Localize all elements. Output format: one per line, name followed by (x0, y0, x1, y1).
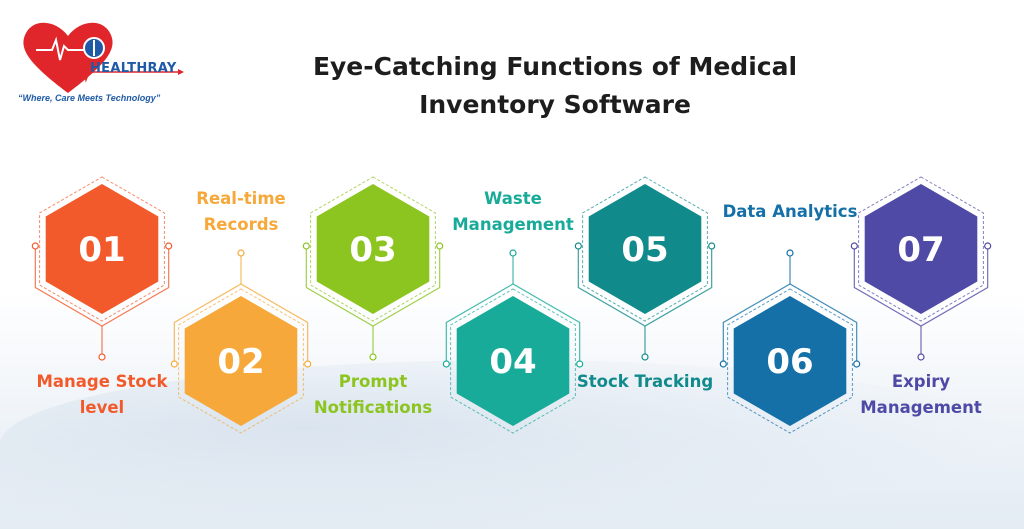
label-line: Waste (484, 189, 542, 208)
connector-dot (719, 360, 727, 368)
label-line: Expiry (891, 372, 951, 391)
function-label-01: Manage Stock level (17, 369, 187, 421)
label-line: Records (203, 215, 279, 234)
connector-dot (237, 249, 245, 257)
hexagon-number: 02 (217, 342, 264, 382)
connector-dot (850, 242, 858, 250)
connector-dot (31, 242, 39, 250)
label-line: Management (860, 398, 982, 417)
function-label-06: Data Analytics (705, 199, 875, 225)
title-line-1: Eye-Catching Functions of Medical (312, 52, 798, 81)
connector-dot (853, 360, 861, 368)
hexagon-01 (45, 184, 159, 314)
connector-dot (984, 242, 992, 250)
hexagon-dashed-outline (178, 288, 304, 434)
title-line-2: Inventory Software (419, 90, 691, 119)
hexagon-number: 03 (349, 230, 396, 270)
hexagon-number: 05 (621, 230, 668, 270)
hexagon-number: 04 (489, 342, 536, 382)
hexagon-dashed-outline (858, 176, 984, 322)
hexagon-number: 07 (897, 230, 944, 270)
connector-dot (509, 249, 517, 257)
hexagon-number: 06 (766, 342, 813, 382)
healthray-logo (23, 22, 184, 93)
hexagon-dashed-outline (39, 176, 165, 322)
hexagon-dashed-outline (727, 288, 853, 434)
label-line: Stock Tracking (576, 372, 714, 391)
hexagon-dashed-outline (450, 288, 576, 434)
logo-tagline: “Where, Care Meets Technology” (18, 93, 161, 103)
hexagon-03 (316, 184, 430, 314)
label-line: level (79, 398, 125, 417)
connector-dot (302, 242, 310, 250)
connector-dot (436, 242, 444, 250)
hexagon-04 (456, 296, 570, 426)
connector-dot (786, 249, 794, 257)
connector-dot (574, 242, 582, 250)
label-line: Management (452, 215, 574, 234)
logo-brand: HEALTHRAY (90, 61, 177, 76)
label-line: Manage Stock (36, 372, 168, 391)
connector-dot (576, 360, 584, 368)
connector-dot (708, 242, 716, 250)
connector-dot (641, 353, 649, 361)
hexagon-02 (184, 296, 298, 426)
label-line: Data Analytics (722, 202, 858, 221)
connector-dot (165, 242, 173, 250)
label-line: Notifications (313, 398, 433, 417)
hexagon-07 (864, 184, 978, 314)
function-label-05: Stock Tracking (560, 369, 730, 395)
connector-dot (442, 360, 450, 368)
connector-dot (98, 353, 106, 361)
connector-dot (170, 360, 178, 368)
connector-dot (304, 360, 312, 368)
page-title: Eye-Catching Functions of Medical Invent… (280, 48, 830, 124)
hexagon-number: 01 (78, 230, 125, 270)
hexagon-dashed-outline (582, 176, 708, 322)
hexagon-dashed-outline (310, 176, 436, 322)
connector-dot (917, 353, 925, 361)
hexagon-05 (588, 184, 702, 314)
label-line: Real-time (196, 189, 286, 208)
hexagon-06 (733, 296, 847, 426)
label-line: Prompt (338, 372, 408, 391)
connector-dot (369, 353, 377, 361)
